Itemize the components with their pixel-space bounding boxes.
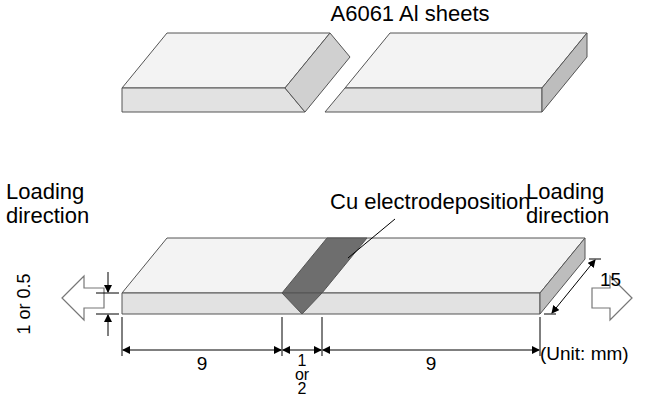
dimension-text: 15 [600, 270, 630, 291]
dimension-lines [96, 259, 601, 356]
load-arrows [62, 276, 632, 320]
unit-note: (Unit: mm) [540, 344, 650, 365]
top-sheets [122, 33, 587, 112]
dimension-text: 1 or 0.5 [15, 259, 35, 349]
joined-specimen [122, 238, 585, 314]
load-label: Loading direction [6, 180, 126, 228]
dimension-text: 9 [190, 354, 214, 375]
dimension-text: 1 or 2 [289, 354, 315, 396]
sheet-title: A6061 Al sheets [300, 2, 520, 26]
leader-line [348, 219, 395, 258]
dimension-text: 9 [419, 354, 443, 375]
load-label: Loading direction [526, 180, 650, 228]
